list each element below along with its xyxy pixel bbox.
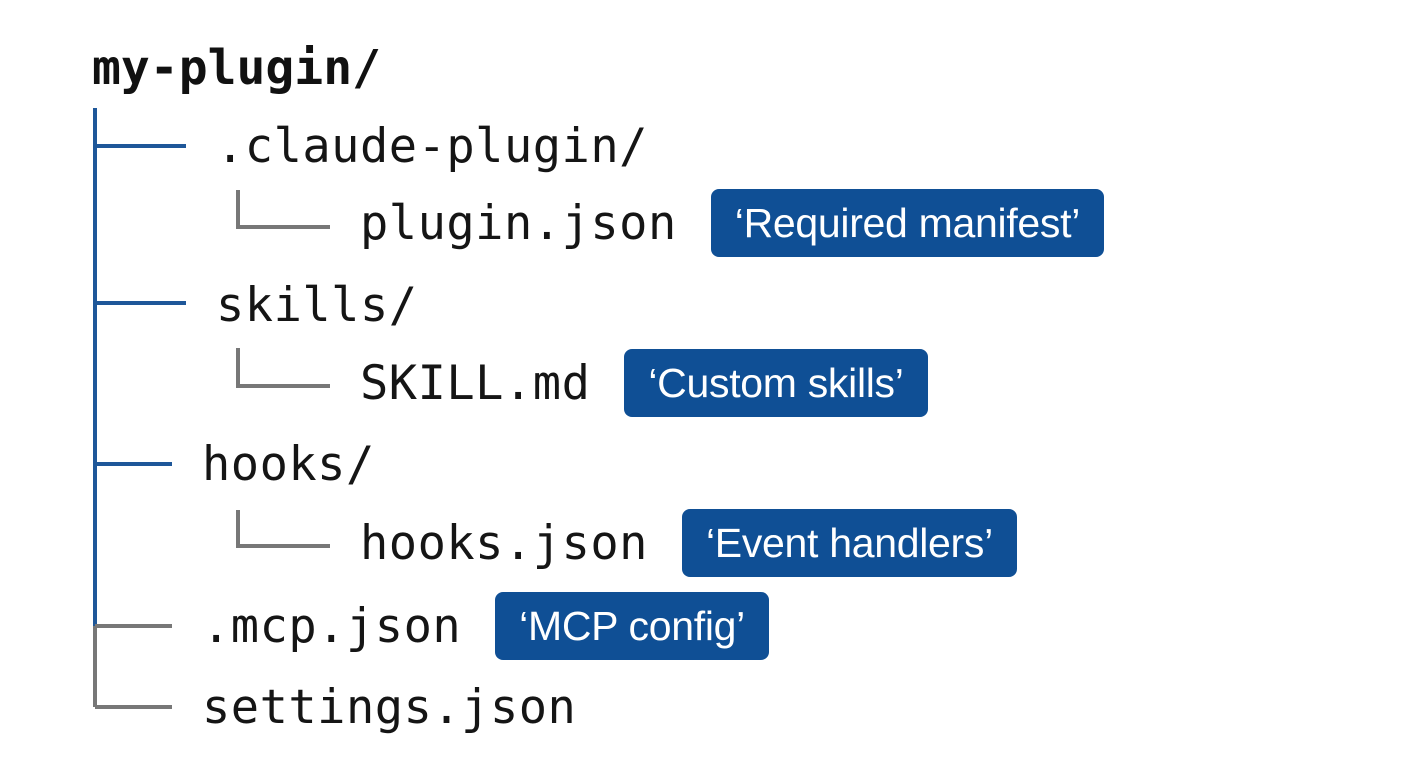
node-label: SKILL.md	[360, 355, 591, 411]
root-folder: my-plugin/	[92, 40, 381, 96]
tree-node-hooks-json: hooks.json ‘Event handlers’	[360, 509, 1017, 577]
tree-node-plugin-json: plugin.json ‘Required manifest’	[360, 189, 1105, 257]
elbow-hooks-json	[236, 510, 330, 548]
tree-node-claude-plugin: .claude-plugin/	[216, 114, 648, 178]
elbow-plugin-json	[236, 190, 330, 229]
tree-node-skills: skills/	[216, 273, 418, 337]
node-label: hooks/	[202, 436, 375, 492]
note-badge: ‘Custom skills’	[624, 349, 928, 417]
note-badge: ‘Event handlers’	[681, 509, 1017, 577]
tree-node-skill-md: SKILL.md ‘Custom skills’	[360, 349, 928, 417]
node-label: .mcp.json	[202, 598, 462, 654]
node-label: plugin.json	[360, 195, 677, 251]
node-label: hooks.json	[360, 515, 648, 571]
tree-node-mcp-json: .mcp.json ‘MCP config’	[202, 592, 769, 660]
tree-node-settings-json: settings.json	[202, 675, 576, 739]
note-badge: ‘MCP config’	[495, 592, 769, 660]
elbow-skill-md	[236, 348, 330, 388]
note-badge: ‘Required manifest’	[710, 189, 1105, 257]
node-label: skills/	[216, 277, 418, 333]
node-label: settings.json	[202, 679, 577, 735]
node-label: .claude-plugin/	[216, 118, 648, 174]
tree-node-hooks: hooks/	[202, 432, 375, 496]
